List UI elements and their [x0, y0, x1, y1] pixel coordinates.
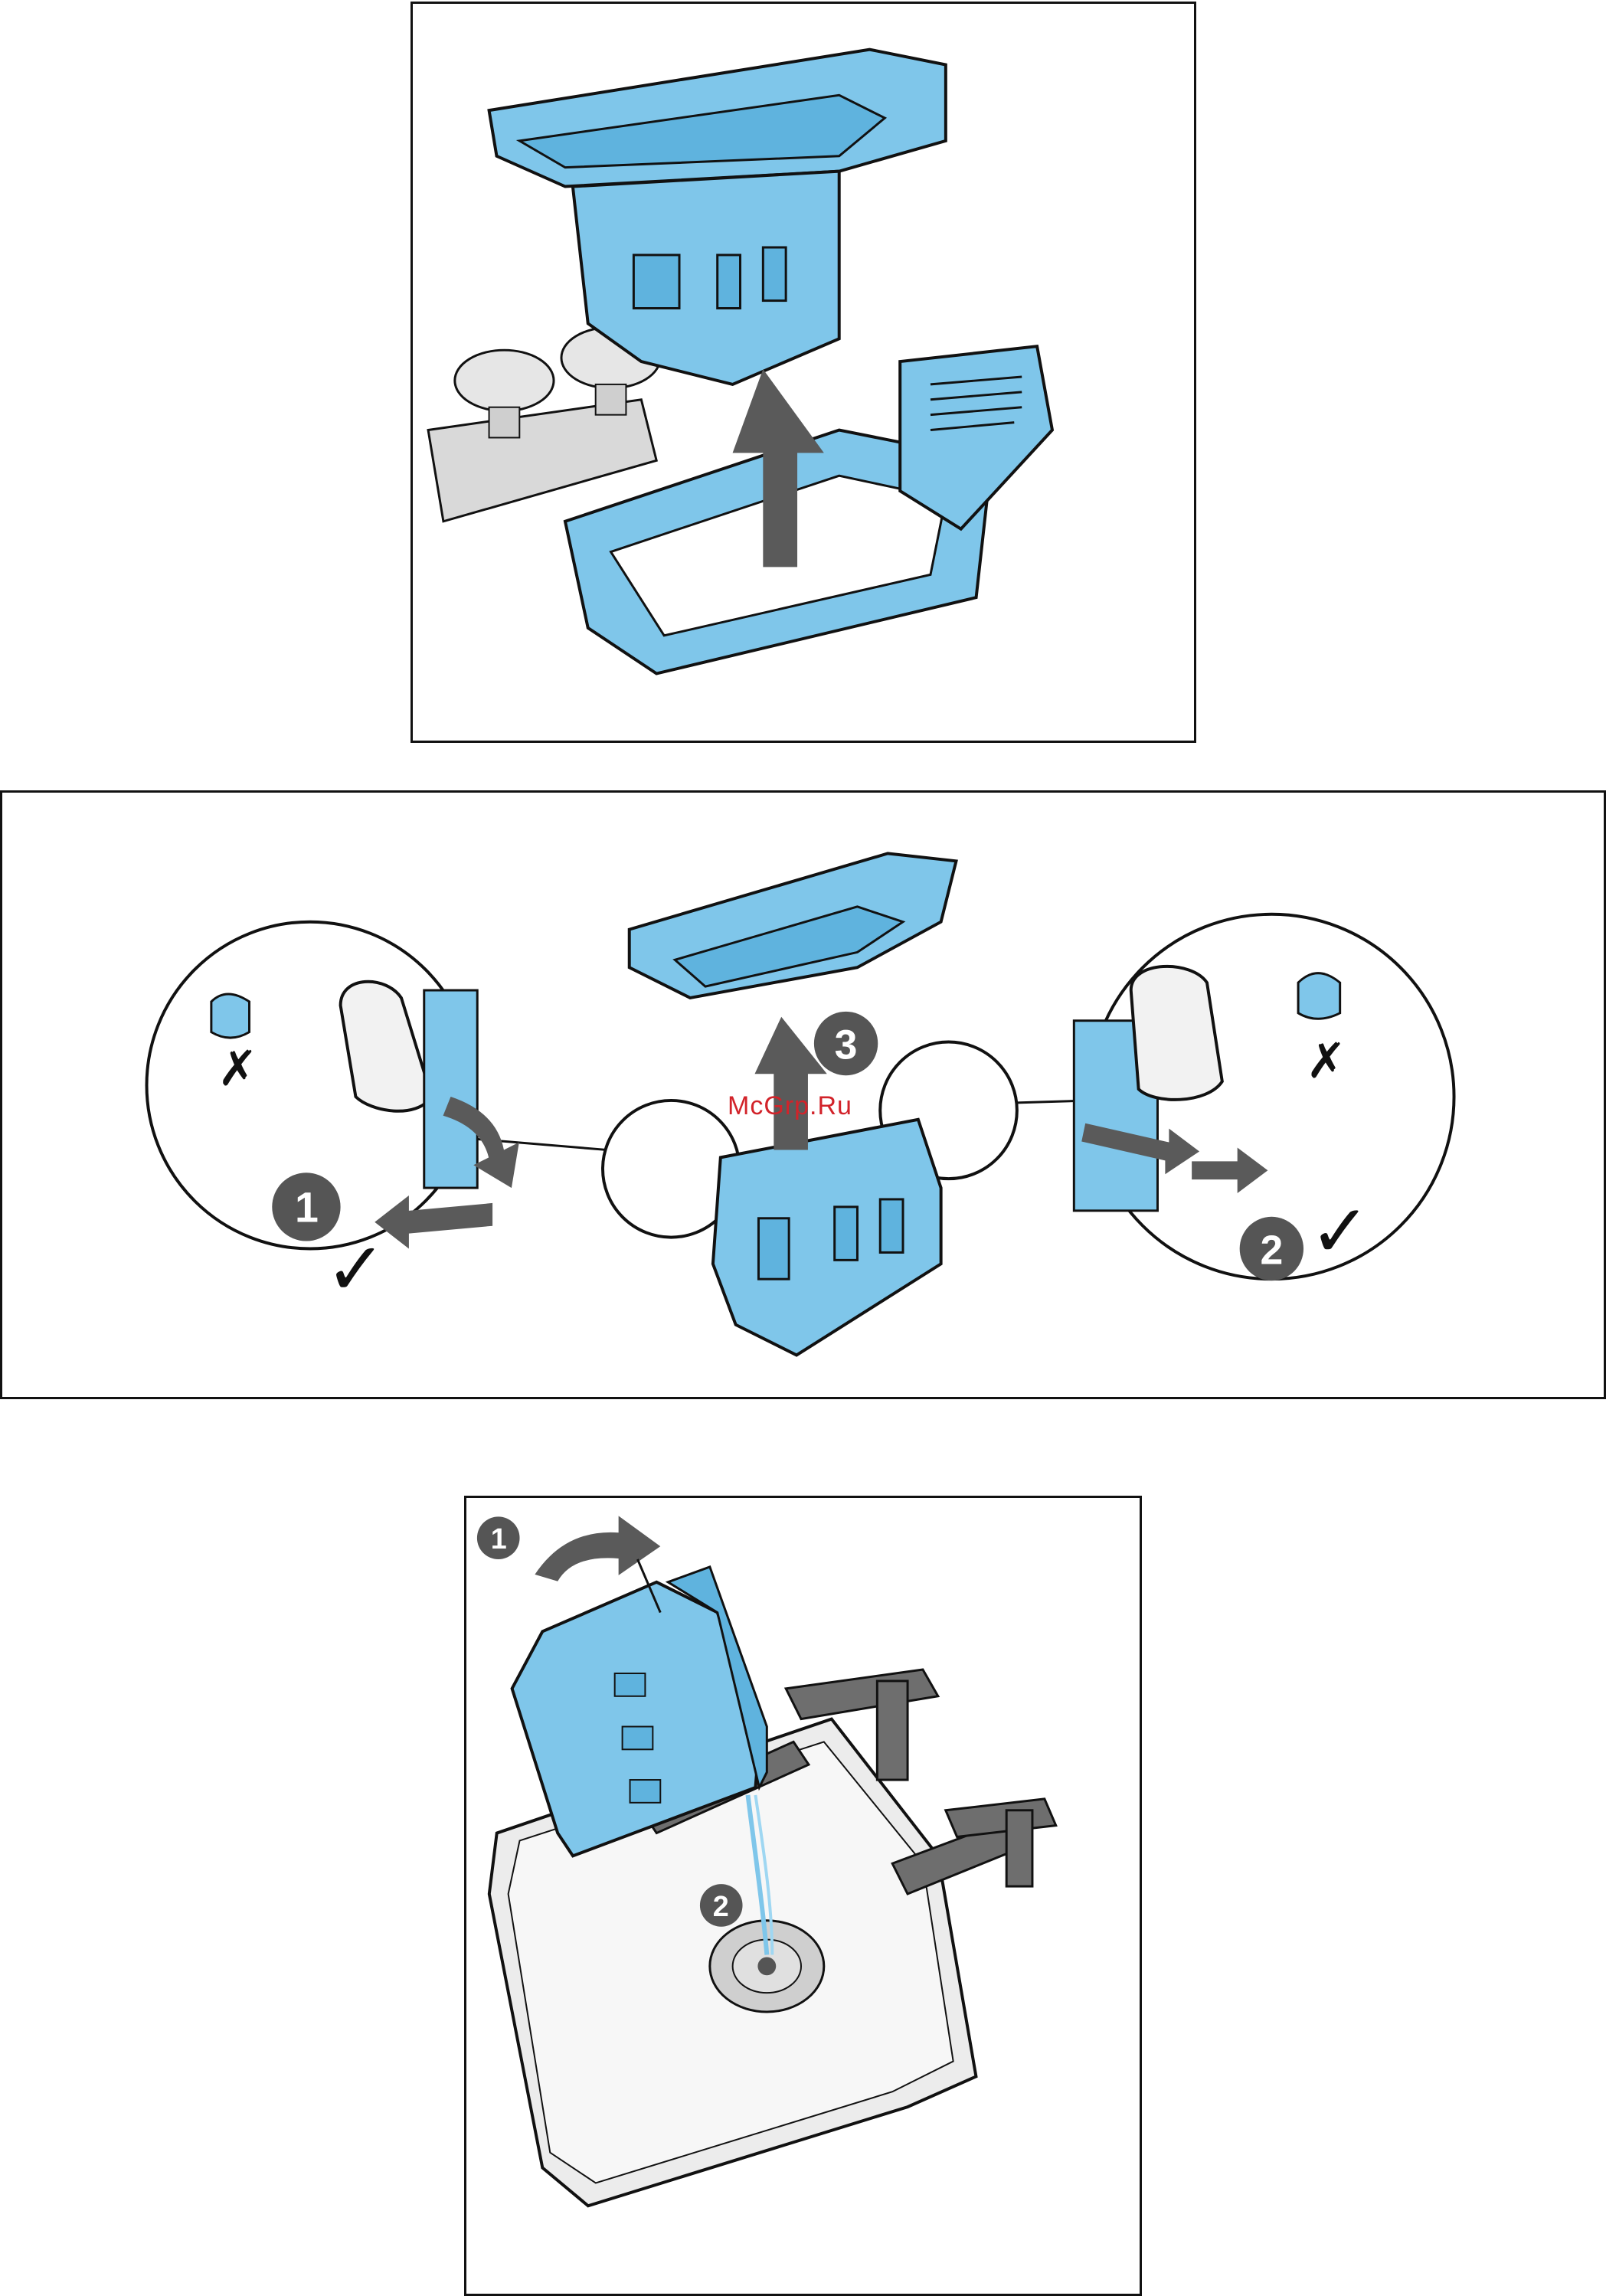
clip-icon-wrong-left	[211, 994, 250, 1038]
lift-illustration	[413, 4, 1194, 741]
x-mark-icon: ✗	[218, 1042, 258, 1096]
x-mark-icon: ✗	[1306, 1035, 1346, 1088]
step-badge-1-label: 1	[295, 1184, 319, 1231]
illustration-panel-lift	[410, 2, 1196, 743]
curved-arrow-icon	[535, 1516, 660, 1581]
check-mark-icon: ✓	[1310, 1191, 1371, 1272]
step-badge-2-label: 2	[1260, 1227, 1283, 1273]
detail-circle-left	[147, 922, 607, 1249]
clip-icon-wrong-right	[1298, 973, 1340, 1019]
detail-circle-right	[1017, 914, 1454, 1279]
watermark: McGrp.Ru	[728, 1091, 852, 1121]
empty-illustration: 1 2	[466, 1498, 1140, 2294]
step-badge-2-label: 2	[713, 1890, 729, 1922]
step-badge-1-label: 1	[491, 1522, 507, 1555]
lower-frame	[565, 346, 1052, 673]
container-lid	[630, 853, 957, 998]
check-mark-icon: ✓	[325, 1229, 387, 1310]
metal-rail	[428, 327, 660, 521]
step-badge-3-label: 3	[835, 1022, 858, 1068]
illustration-panel-empty: 1 2	[464, 1496, 1142, 2296]
container-base	[713, 1120, 941, 1356]
water-container	[489, 50, 946, 384]
